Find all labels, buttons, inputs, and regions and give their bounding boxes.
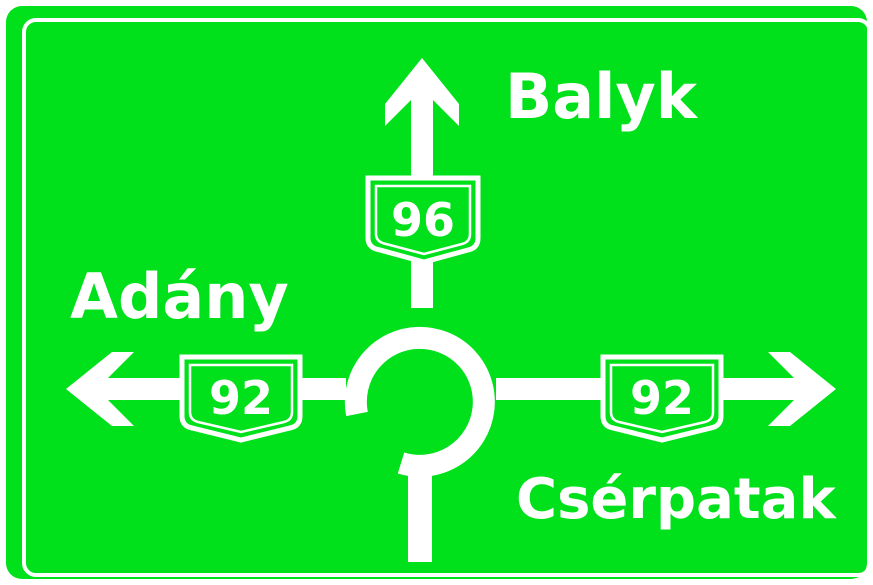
sign-border	[22, 18, 872, 577]
east-arm-shaft	[496, 378, 604, 400]
south-approach-road	[408, 470, 432, 562]
destination-north: Balyk	[505, 60, 699, 133]
east-arm-outer	[718, 378, 794, 400]
north-arm-shaft	[411, 108, 433, 178]
route-number-west: 92	[209, 371, 273, 425]
destination-west: Adány	[70, 260, 289, 333]
route-shield-north: 96	[365, 175, 481, 265]
west-arrow-icon	[66, 352, 134, 426]
north-arrow-icon	[385, 58, 459, 126]
destination-east: Csérpatak	[516, 467, 837, 532]
east-arrow-icon	[768, 352, 836, 426]
route-number-east: 92	[630, 371, 694, 425]
west-arm-inner	[296, 378, 346, 400]
roundabout-ring	[344, 326, 495, 477]
route-number-north: 96	[391, 193, 455, 247]
route-shield-west: 92	[179, 354, 303, 443]
north-arm-lower	[411, 258, 433, 308]
route-shield-east: 92	[600, 354, 724, 443]
west-arm-shaft	[108, 378, 184, 400]
